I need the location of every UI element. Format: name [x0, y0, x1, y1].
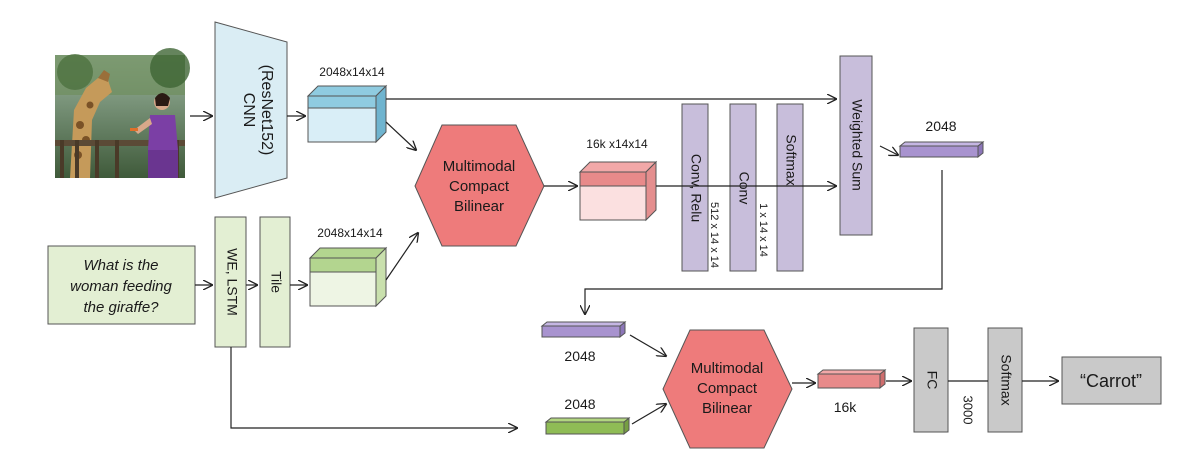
conv-relu-label: Conv, Relu [688, 154, 704, 222]
arrow-weighted-sum-to-vector [879, 145, 898, 155]
woman-figure [130, 93, 178, 178]
arrow-vector-loop-down [585, 170, 943, 314]
image-feature-size-label: 2048x14x14 [319, 65, 385, 79]
cnn-trapezoid [214, 21, 288, 199]
mcb-2-output-vector: 16k [816, 368, 887, 415]
arrow-text-tensor-to-mcb-1 [385, 233, 418, 281]
weighted-sum-label: Weighted Sum [849, 99, 865, 191]
question-box: What is the woman feeding the giraffe? [47, 245, 196, 325]
attended-image-vector-label: 2048 [925, 118, 956, 134]
mcb-2-line-1: Multimodal [691, 360, 764, 377]
conv-relu-dim-label: 512 x 14 x 14 [708, 202, 720, 268]
conv-label: Conv [736, 172, 752, 205]
question-line-3: the giraffe? [83, 299, 159, 316]
arrow-lstm-to-text-vector [230, 347, 517, 428]
mcb-1: Multimodal Compact Bilinear [414, 124, 545, 247]
connectors [190, 99, 1058, 428]
tile-block: Tile [259, 216, 291, 348]
input-image [55, 48, 190, 178]
fc-block: FC 3000 [913, 327, 976, 433]
text-vector-2048: 2048 [544, 396, 631, 436]
mcb-1-output-tensor: 16k x14x14 [578, 137, 658, 222]
softmax-answer-label: Softmax [998, 354, 1014, 405]
conv-block: Conv 1 x 14 x 14 [729, 103, 769, 272]
image-feature-tensor: 2048x14x14 [306, 65, 388, 144]
softmax-attention-label: Softmax [783, 134, 799, 185]
arrow-text-vector-to-mcb-2 [631, 404, 666, 425]
image-vector-2048: 2048 [540, 320, 627, 364]
we-lstm-label: WE, LSTM [224, 248, 240, 316]
answer-text: “Carrot” [1080, 371, 1142, 391]
arrow-tensor-to-mcb-1 [385, 121, 416, 150]
tile-label: Tile [268, 271, 284, 293]
text-vector-2048-label: 2048 [564, 396, 595, 412]
answer-box: “Carrot” [1061, 356, 1162, 405]
cnn-label: CNN [240, 93, 257, 128]
weighted-sum-block: Weighted Sum [839, 55, 873, 236]
cnn-sublabel: (ResNet152) [258, 65, 275, 156]
image-vector-2048-label: 2048 [564, 348, 595, 364]
mcb-2: Multimodal Compact Bilinear [662, 329, 793, 449]
mcb-1-line-1: Multimodal [443, 158, 516, 175]
we-lstm-block: WE, LSTM [214, 216, 247, 348]
mcb-2-output-size-label: 16k [834, 399, 858, 415]
text-feature-tensor: 2048x14x14 [308, 226, 388, 308]
conv-relu-block: Conv, Relu 512 x 14 x 14 [681, 103, 720, 272]
mcb-1-output-size-label: 16k x14x14 [586, 137, 648, 151]
question-line-1: What is the [83, 257, 158, 274]
fc-label: FC [924, 371, 940, 390]
fc-dim-label: 3000 [961, 396, 976, 425]
arrow-image-vector-to-mcb-2 [629, 334, 666, 356]
conv-dim-label: 1 x 14 x 14 [757, 203, 769, 257]
attended-image-vector: 2048 [898, 118, 985, 159]
mcb-1-line-2: Compact [449, 178, 510, 195]
softmax-answer-block: Softmax [987, 327, 1023, 433]
text-feature-size-label: 2048x14x14 [317, 226, 383, 240]
question-line-2: woman feeding [70, 278, 172, 295]
mcb-2-line-2: Compact [697, 380, 758, 397]
mcb-1-line-3: Bilinear [454, 198, 504, 215]
mcb-2-line-3: Bilinear [702, 400, 752, 417]
cnn-block: CNN (ResNet152) [214, 21, 288, 199]
softmax-attention-block: Softmax [776, 103, 804, 272]
